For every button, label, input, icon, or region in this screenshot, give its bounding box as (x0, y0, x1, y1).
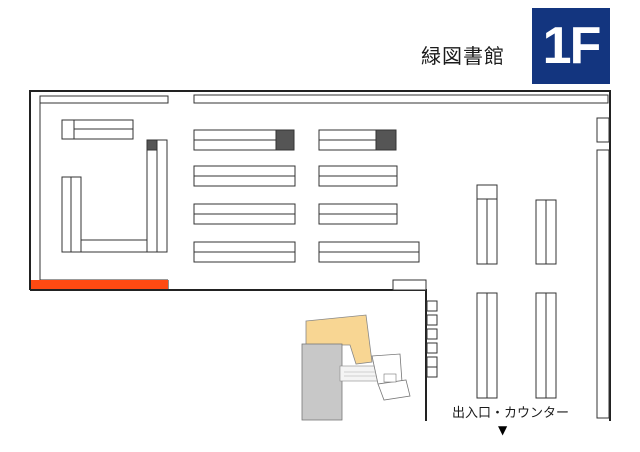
building-block-gray (301, 343, 343, 421)
shelf-group-right (476, 184, 557, 399)
shelf-group-center (193, 129, 420, 263)
shelf-group-left (61, 119, 168, 253)
entrance-counter-label: 出入口・カウンター (452, 406, 570, 421)
building-locator (301, 314, 411, 421)
small-lockers (426, 300, 438, 378)
library-name-title: 緑図書館 (421, 44, 505, 68)
right-wall-notch (596, 117, 610, 143)
counter-box (392, 279, 427, 291)
floor-badge: 1F (532, 8, 610, 84)
wall-strip-left (39, 95, 169, 104)
entrance-arrow-icon: ▼ (498, 423, 508, 437)
right-wall-strip (596, 149, 610, 419)
highlight-zone-red (31, 280, 168, 289)
wall-strip-right (193, 94, 609, 104)
